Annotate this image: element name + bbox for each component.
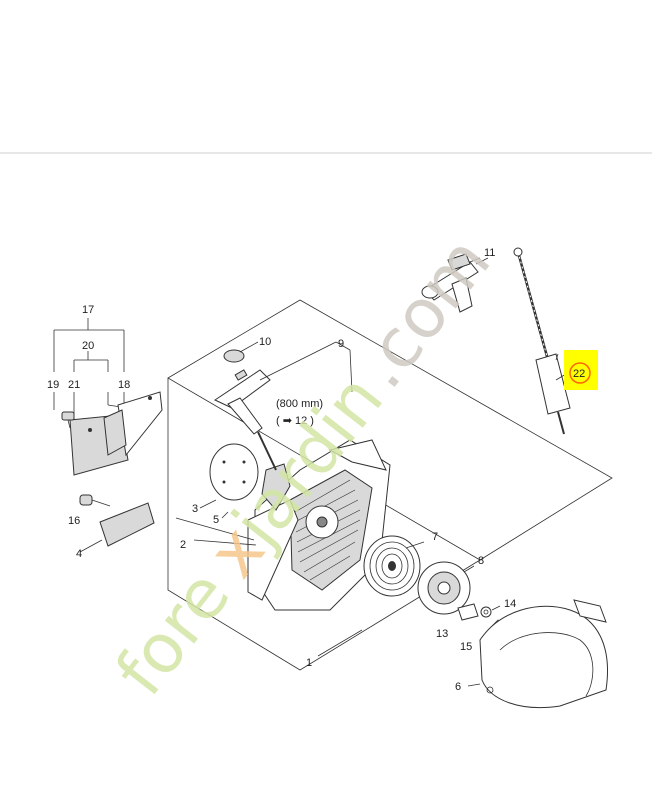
- label-16: 16: [68, 515, 80, 527]
- label-12: ( ➡ 12 ): [276, 415, 314, 427]
- label-7: 7: [432, 531, 438, 543]
- label-3: 3: [192, 503, 198, 515]
- plate-4: [79, 502, 155, 553]
- label-15: 15: [460, 641, 472, 653]
- label-17: 17: [82, 304, 94, 316]
- label-9: 9: [338, 338, 344, 350]
- rope-assembly-22: [513, 247, 571, 435]
- housing-frame-side: [167, 378, 481, 671]
- start-handle: [213, 349, 277, 471]
- label-11: 11: [484, 247, 495, 259]
- washer-14: [480, 605, 501, 618]
- label-13: 13: [436, 628, 448, 640]
- label-19: 19: [47, 379, 59, 391]
- rope-disc: [209, 443, 259, 501]
- highlight-ring-22: [569, 362, 591, 384]
- rope-handle-11: [421, 253, 481, 313]
- label-10: 10: [259, 336, 271, 348]
- label-14: 14: [504, 598, 516, 610]
- label-1: 1: [306, 657, 312, 669]
- label-18: 18: [118, 379, 130, 391]
- label-22: 22: [573, 368, 585, 380]
- bracket-plate: [69, 391, 163, 476]
- label-20: 20: [82, 340, 94, 352]
- pawl-13: [457, 603, 479, 621]
- screw-16: [79, 494, 111, 507]
- label-4: 4: [76, 548, 82, 560]
- leader-lines: [175, 257, 567, 657]
- label-8: 8: [478, 555, 484, 567]
- label-6: 6: [455, 681, 461, 693]
- label-5: 5: [213, 514, 219, 526]
- label-21: 21: [68, 379, 80, 391]
- label-2: 2: [180, 539, 186, 551]
- rope-guide: [261, 463, 291, 511]
- rewind-spring: [363, 535, 425, 597]
- svg-text:.com: .com: [341, 223, 506, 403]
- fan-cover-6: [467, 599, 608, 709]
- rope-rotor: [417, 561, 475, 615]
- svg-text:fore: fore: [101, 556, 246, 710]
- screw-19: [61, 411, 75, 429]
- rope-length-label: (800 mm): [276, 398, 323, 410]
